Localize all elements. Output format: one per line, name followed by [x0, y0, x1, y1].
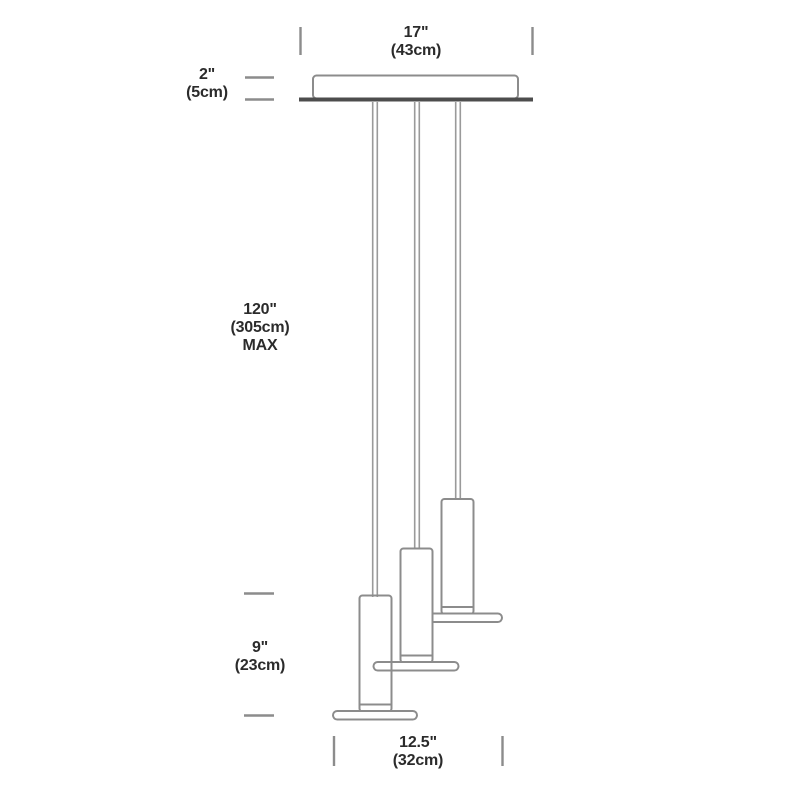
pendant-height-metric: (23cm) [234, 657, 286, 674]
cord-middle [413, 102, 421, 550]
canopy-width-inches: 17" [403, 24, 429, 41]
canopy-height-label: 2" (5cm) [168, 66, 246, 102]
canopy-width-metric: (43cm) [390, 42, 442, 59]
max-drop-suffix: MAX [242, 337, 278, 354]
cord-rear [454, 102, 462, 501]
cluster-width-inches: 12.5" [399, 734, 437, 751]
cluster-width-metric: (32cm) [392, 752, 444, 769]
canopy-width-label: 17" (43cm) [346, 24, 486, 60]
cluster-width-label: 12.5" (32cm) [348, 734, 488, 770]
canopy-height-inches: 2" [198, 66, 216, 83]
cord-front [371, 102, 379, 597]
max-drop-inches: 120" [243, 301, 277, 318]
pendant-front-disc [332, 710, 418, 721]
max-drop-metric: (305cm) [230, 319, 290, 336]
pendant-front [332, 594, 418, 721]
pendant-middle [372, 547, 460, 672]
max-drop-label: 120" (305cm) MAX [195, 301, 325, 355]
pendant-middle-disc [372, 661, 460, 672]
pendant-height-inches: 9" [251, 639, 269, 656]
pendant-height-label: 9" (23cm) [195, 639, 325, 675]
canopy-outline [312, 74, 519, 100]
pendant-rear [417, 498, 503, 623]
pendant-front-cylinder [358, 594, 393, 713]
pendant-rear-cylinder [440, 498, 475, 615]
pendant-middle-cylinder [399, 547, 434, 664]
canopy-plate [299, 97, 533, 102]
canopy-height-metric: (5cm) [186, 84, 228, 101]
